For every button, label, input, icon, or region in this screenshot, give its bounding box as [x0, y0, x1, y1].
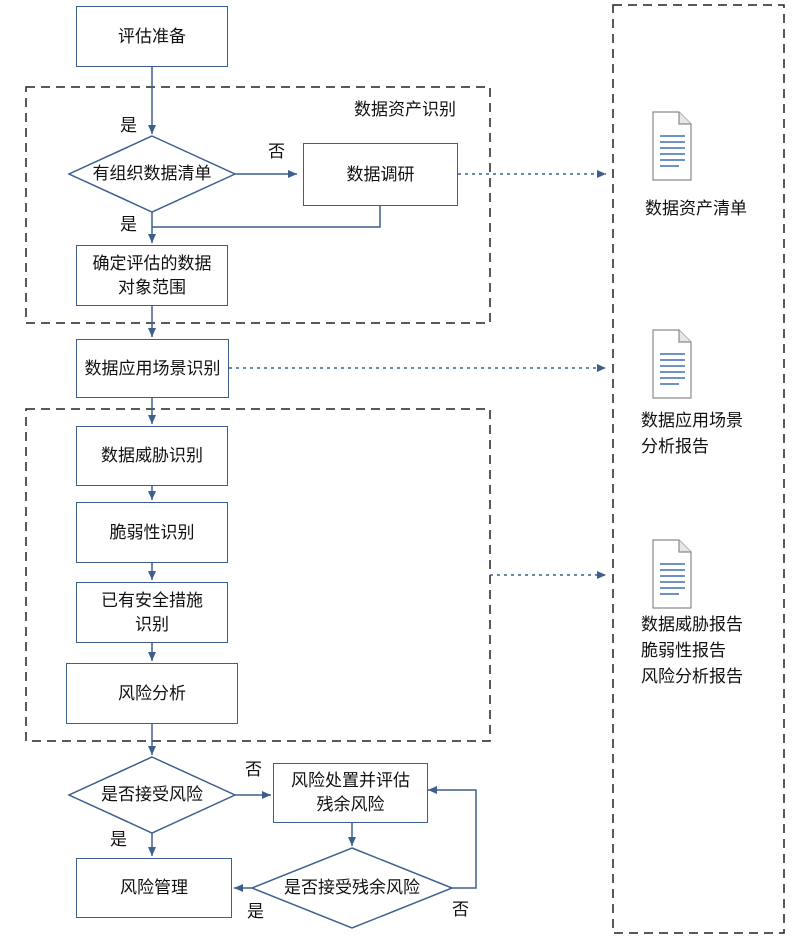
- no-label: 否: [452, 900, 469, 920]
- no-label: 否: [268, 142, 285, 162]
- output-documents-frame: [612, 4, 785, 934]
- document-icon: [652, 539, 692, 609]
- yes-label: 是: [120, 116, 137, 136]
- scenario-report-label: 数据应用场景 分析报告: [641, 411, 743, 457]
- has-inventory-decision-label: 有组织数据清单: [92, 164, 212, 184]
- step-define-scope: 确定评估的数据 对象范围: [76, 245, 228, 306]
- step-vulnerability-identification: 脆弱性识别: [76, 502, 228, 563]
- yes-label: 是: [110, 830, 127, 850]
- step-risk-treatment: 风险处置并评估 残余风险: [273, 763, 428, 823]
- step-assessment-prep: 评估准备: [76, 6, 228, 67]
- step-measures-identification: 已有安全措施 识别: [76, 582, 228, 643]
- reports-label: 数据威胁报告 脆弱性报告 风险分析报告: [641, 615, 743, 687]
- accept-risk-decision-label: 是否接受风险: [101, 785, 203, 805]
- accept-residual-decision-label: 是否接受残余风险: [284, 878, 420, 898]
- yes-label: 是: [247, 902, 264, 922]
- step-data-research: 数据调研: [303, 143, 458, 206]
- step-risk-management: 风险管理: [76, 858, 232, 918]
- step-risk-analysis: 风险分析: [66, 663, 238, 724]
- connector: [428, 786, 477, 889]
- document-icon: [652, 111, 692, 181]
- step-threat-identification: 数据威胁识别: [76, 426, 228, 486]
- step-scenario-identification: 数据应用场景识别: [76, 339, 229, 398]
- asset-section-title: 数据资产识别: [354, 100, 456, 120]
- accept-residual-diamond: [249, 847, 455, 929]
- no-label: 否: [245, 760, 262, 780]
- connector: [152, 206, 381, 228]
- document-icon: [652, 329, 692, 399]
- yes-label: 是: [120, 215, 137, 235]
- asset-identification-frame: [25, 86, 491, 324]
- asset-list-label: 数据资产清单: [645, 199, 747, 219]
